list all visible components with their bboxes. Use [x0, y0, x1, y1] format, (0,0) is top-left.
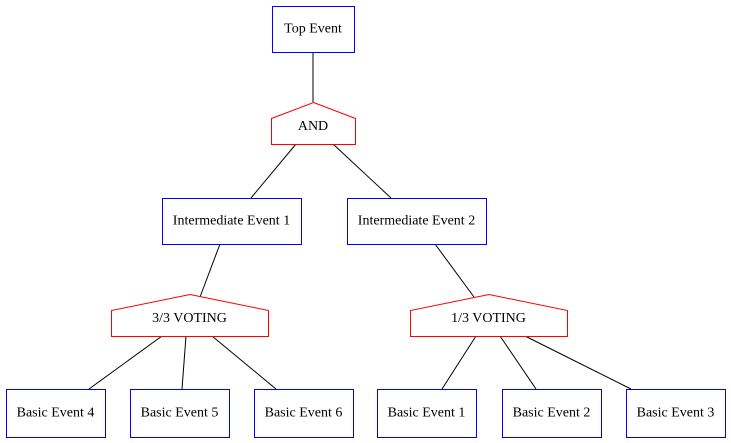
node-label: Basic Event 6 [265, 406, 343, 421]
event-basic-2: Basic Event 2 [502, 389, 602, 438]
gate-shape [111, 293, 269, 337]
gate-gate-voting-1-3: 1/3 VOTING [410, 293, 568, 337]
event-basic-5: Basic Event 5 [130, 389, 230, 438]
edge-gate-and-to-intermediate-2 [332, 143, 392, 199]
edge-gate-voting-3-3-to-basic-4 [88, 335, 163, 390]
event-intermediate-1: Intermediate Event 1 [162, 198, 302, 245]
gate-gate-voting-3-3: 3/3 VOTING [111, 293, 269, 337]
edge-gate-and-to-intermediate-1 [250, 143, 297, 199]
edge-gate-voting-1-3-to-basic-2 [499, 335, 537, 390]
event-intermediate-2: Intermediate Event 2 [347, 198, 487, 245]
gate-gate-and: AND [271, 101, 356, 145]
event-box [377, 389, 477, 438]
edge-gate-voting-1-3-to-basic-3 [524, 335, 632, 390]
edge-gate-voting-1-3-to-basic-1 [441, 335, 477, 390]
event-box [162, 198, 302, 245]
event-box [502, 389, 602, 438]
node-label: AND [298, 119, 328, 134]
node-label: Basic Event 4 [17, 406, 95, 421]
node-label: Intermediate Event 1 [173, 214, 290, 229]
event-basic-1: Basic Event 1 [377, 389, 477, 438]
gate-shape [410, 293, 568, 337]
event-box [6, 389, 106, 438]
edges-layer [88, 52, 632, 390]
node-label: Basic Event 3 [637, 406, 715, 421]
event-basic-6: Basic Event 6 [254, 389, 354, 438]
edge-intermediate-2-to-gate-voting-1-3 [434, 243, 475, 298]
node-label: Basic Event 1 [388, 406, 466, 421]
event-basic-3: Basic Event 3 [626, 389, 726, 438]
node-label: 3/3 VOTING [152, 311, 227, 326]
edge-gate-voting-3-3-to-basic-6 [211, 335, 277, 390]
event-box [626, 389, 726, 438]
gate-shape [271, 101, 356, 145]
event-box [130, 389, 230, 438]
edge-gate-voting-3-3-to-basic-5 [181, 335, 187, 390]
event-basic-4: Basic Event 4 [6, 389, 106, 438]
event-box [254, 389, 354, 438]
event-top-event: Top Event [272, 6, 355, 53]
event-box [272, 6, 355, 53]
node-label: Basic Event 5 [141, 406, 219, 421]
node-label: Basic Event 2 [513, 406, 591, 421]
edge-intermediate-1-to-gate-voting-3-3 [199, 243, 221, 298]
node-label: Top Event [284, 22, 342, 37]
event-box [347, 198, 487, 245]
node-label: 1/3 VOTING [451, 311, 526, 326]
node-label: Intermediate Event 2 [358, 214, 475, 229]
